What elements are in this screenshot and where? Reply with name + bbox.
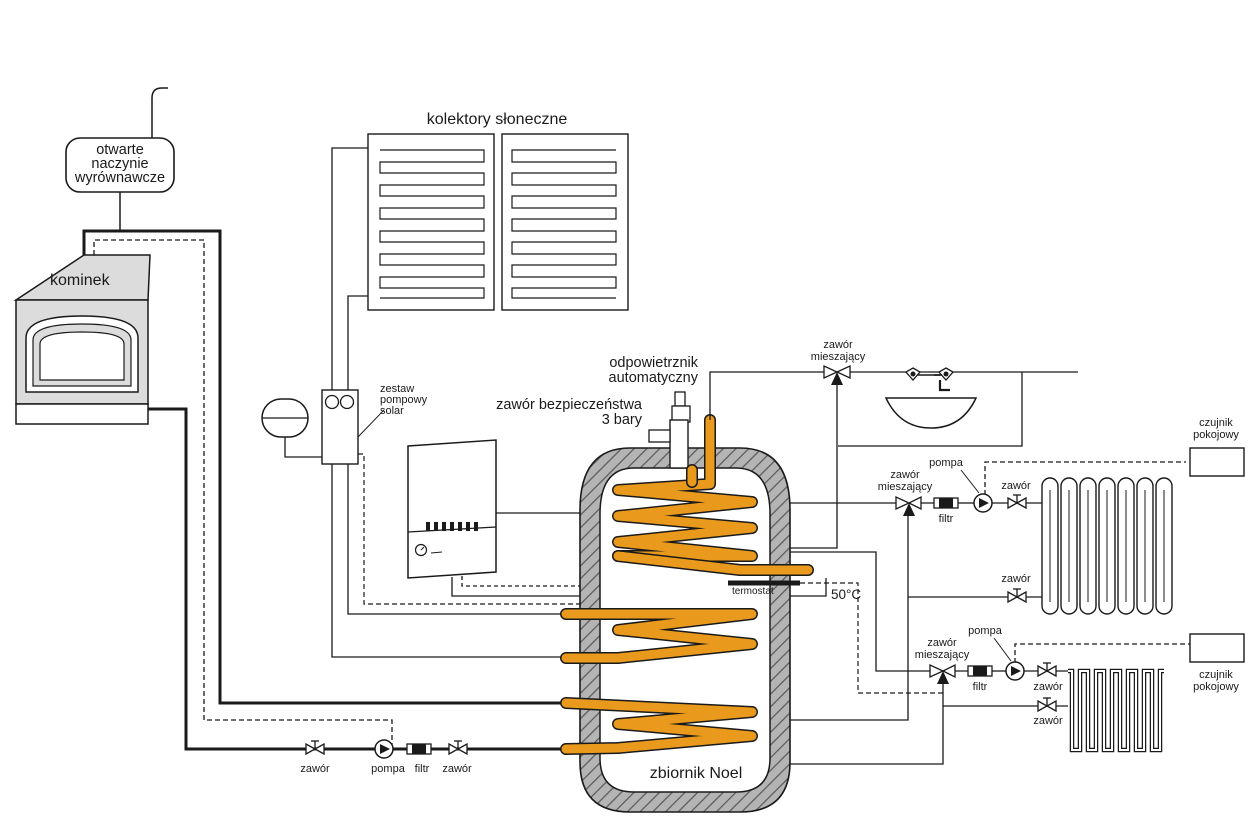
temp-setting-label: 50°C [831, 587, 862, 602]
gas-boiler [407, 439, 497, 579]
automatic-air-vent [671, 391, 691, 423]
pump-mid[interactable] [960, 469, 993, 513]
boiler-pipes [451, 512, 580, 597]
pump-mid-label: pompa [929, 457, 963, 469]
valve-bottom-right-label: zawór [442, 763, 472, 775]
sink [884, 367, 978, 429]
pump-low[interactable] [993, 637, 1025, 681]
hot-water-pipes [709, 371, 1078, 549]
valve-floor-bottom[interactable] [1037, 697, 1057, 713]
mixing-valve-mid[interactable] [895, 495, 922, 516]
mixing-valve-top[interactable] [823, 364, 851, 385]
pump-bottom-label: pompa [371, 763, 405, 775]
valve-floor-top[interactable] [1037, 662, 1057, 678]
middle-coil [560, 608, 758, 664]
safety-valve-label: zawór bezpieczeństwa 3 bary [496, 397, 642, 428]
valve-radiator-top-label: zawór [1001, 480, 1031, 492]
room-sensor-bottom-label: czujnik pokojowy [1193, 669, 1239, 693]
floor-heating-loop [1068, 668, 1164, 753]
fireplace-label: kominek [50, 272, 110, 289]
tank-label: zbiornik Noel [649, 765, 743, 782]
valve-radiator-top[interactable] [1007, 494, 1027, 510]
expansion-vessel [65, 87, 175, 230]
mixing-valve-low[interactable] [929, 663, 956, 684]
valve-floor-bottom-label: zawór [1033, 715, 1063, 727]
mixing-valve-mid-label: zawór mieszający [877, 469, 933, 493]
bottom-coil [560, 697, 758, 755]
mixing-valve-top-label: zawór mieszający [810, 339, 866, 363]
bottom-left-valve[interactable] [305, 740, 325, 756]
valve-bottom-left-label: zawór [300, 763, 330, 775]
bottom-right-valve[interactable] [448, 740, 468, 756]
thermostat-label: termostat [732, 586, 774, 597]
filter-mid [933, 497, 959, 509]
fireplace-circuit [82, 229, 572, 751]
solar-expansion-vessel [261, 398, 322, 458]
pump-low-label: pompa [968, 625, 1002, 637]
solar-pump-set [321, 389, 385, 465]
valve-radiator-bottom[interactable] [1007, 588, 1027, 604]
solar-collectors-label: kolektory słoneczne [426, 111, 568, 128]
tank-noel [579, 447, 791, 813]
mixing-valve-low-label: zawór mieszający [914, 637, 970, 661]
solar-sensor-line [358, 453, 582, 605]
filter-mid-label: filtr [938, 513, 954, 525]
top-coil [612, 414, 814, 576]
filter-low [967, 665, 993, 677]
room-sensor-top [1189, 447, 1245, 477]
room-sensor-top-label: czujnik pokojowy [1193, 417, 1239, 441]
filter-low-label: filtr [972, 681, 988, 693]
solar-pump-set-label: zestaw pompowy solar [380, 383, 428, 417]
safety-valve [648, 419, 689, 469]
auto-air-vent-label: odpowietrznik automatyczny [608, 355, 698, 386]
room-sensor-bottom [1189, 633, 1245, 663]
fireplace [13, 254, 151, 425]
expansion-vessel-label: otwarte naczynie wyrównawcze [74, 142, 166, 186]
valve-radiator-bottom-label: zawór [1001, 573, 1031, 585]
solar-collector-right [501, 133, 629, 311]
solar-collector-left [367, 133, 495, 311]
bottom-pump[interactable] [374, 739, 394, 759]
bottom-filter [406, 743, 432, 755]
radiator [1041, 477, 1173, 615]
filter-bottom-label: filtr [414, 763, 430, 775]
thermostat [728, 580, 944, 694]
radiator-circuit-pipes [790, 461, 1186, 721]
valve-floor-top-label: zawór [1033, 681, 1063, 693]
